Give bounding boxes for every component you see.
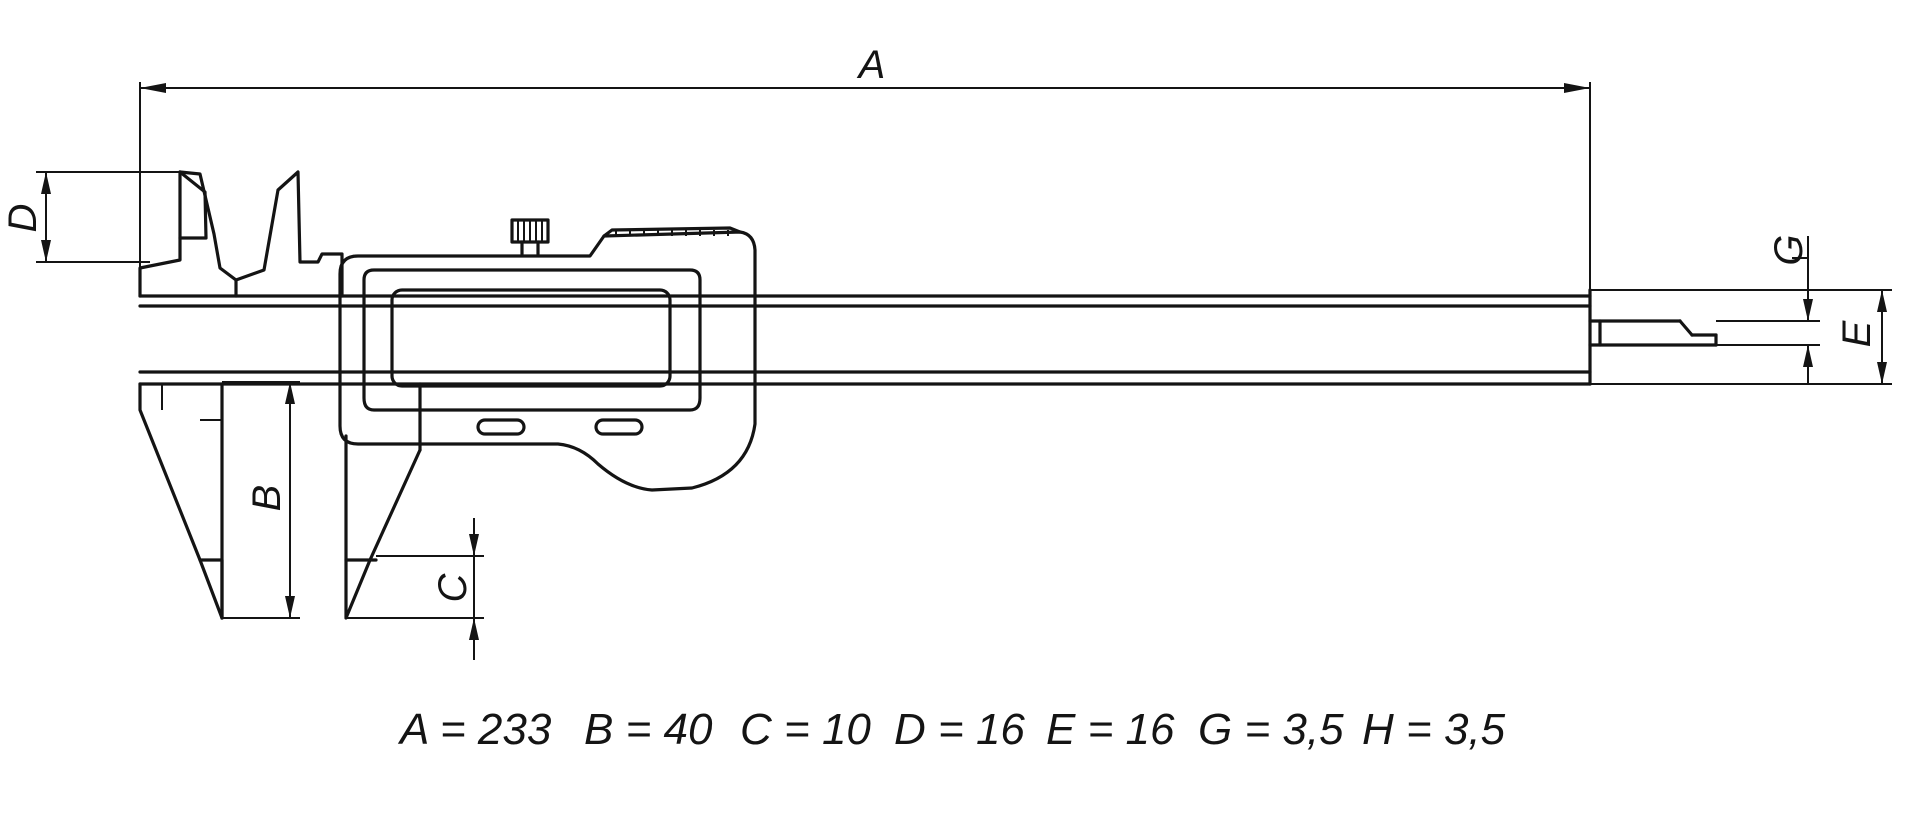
spec-a: A = 233 [397, 705, 552, 754]
fixed-jaw [138, 170, 238, 620]
sliding-jaw [234, 170, 422, 620]
spec-b: B = 40 [584, 705, 713, 754]
dimension-b-label: B [245, 485, 289, 512]
right-button [594, 418, 644, 436]
slider-body [338, 230, 757, 492]
lcd-display [390, 288, 672, 388]
spec-e: E = 16 [1046, 705, 1175, 754]
knurled-ridge [602, 226, 742, 238]
dimension-a-label: A [857, 43, 886, 87]
thumbwheel-knob [510, 218, 550, 256]
dimension-b [222, 381, 300, 619]
dimension-c [346, 518, 484, 660]
dimension-e [1590, 289, 1892, 385]
depth-rod [1588, 319, 1718, 347]
dimension-g [1716, 236, 1820, 384]
spec-line: A = 233 B = 40 C = 10 D = 16 E = 16 G = … [397, 705, 1506, 754]
dimension-a [139, 82, 1591, 296]
caliper-beam [138, 288, 1592, 386]
dimension-e-label: E [1835, 319, 1879, 347]
spec-g: G = 3,5 [1198, 705, 1344, 754]
dimension-d [36, 171, 180, 263]
spec-h: H = 3,5 [1362, 705, 1506, 754]
spec-c: C = 10 [740, 705, 871, 754]
spec-d: D = 16 [894, 705, 1025, 754]
dimension-c-label: C [431, 572, 475, 602]
dimension-g-label: G [1767, 234, 1811, 265]
left-button [476, 418, 526, 436]
dimension-d-label: D [1, 204, 45, 233]
